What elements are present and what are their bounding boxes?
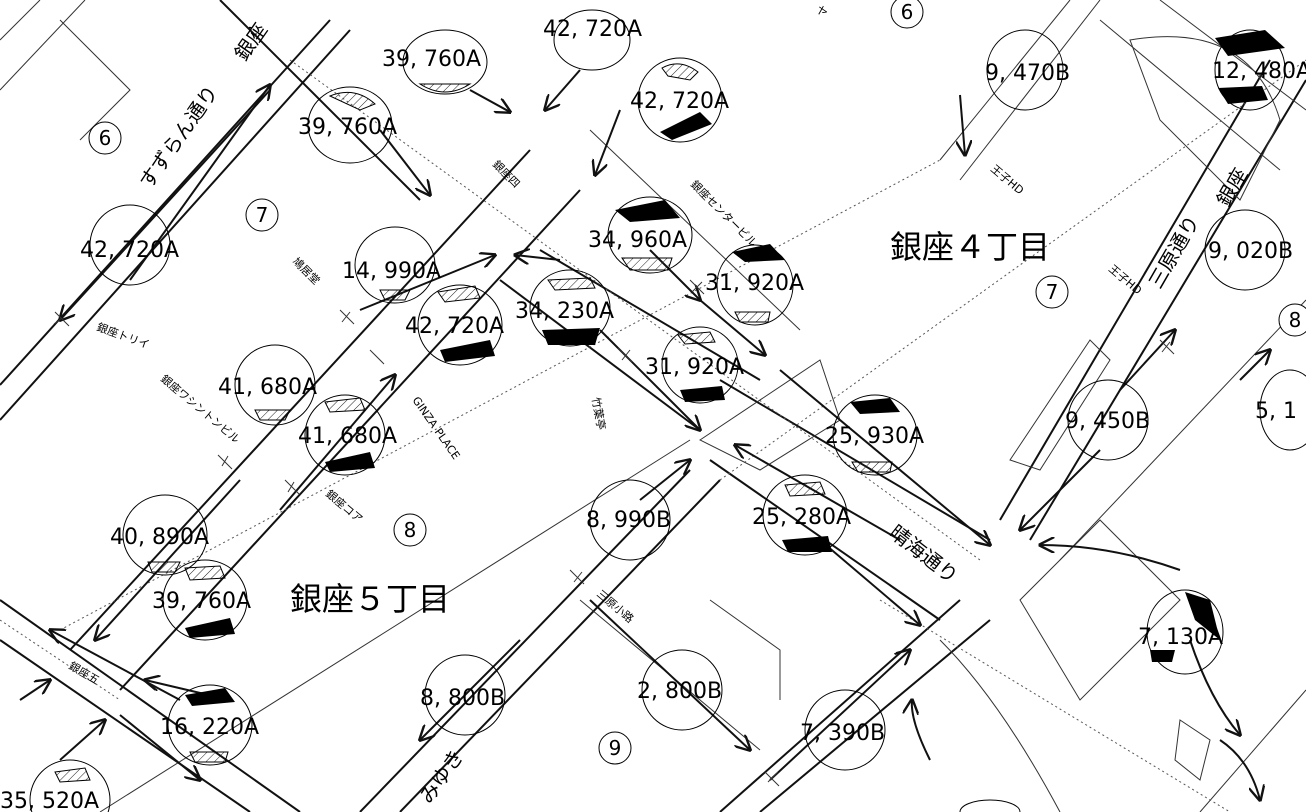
svg-text:7: 7 [256, 203, 269, 227]
label-top-partial: ヤ [813, 3, 830, 20]
label-ginza-tory: 銀座トリイ [95, 320, 151, 352]
street-bottom-partial: みゆき [414, 745, 468, 808]
count-label: 42, 720A [630, 89, 729, 114]
area-ginza-5: 銀座５丁目 [290, 580, 450, 618]
count-label: 42, 720A [543, 17, 642, 42]
count-label: 12, 480A [1212, 59, 1306, 84]
count-label: 31, 920A [645, 355, 744, 380]
count-label: 40, 890A [110, 525, 209, 550]
svg-text:6: 6 [99, 126, 112, 150]
label-ginza-center-bldg: 銀座センタービル [688, 177, 760, 249]
count-label: 7, 130A [1138, 625, 1223, 650]
label-oji-hd-2: 王子HD [1106, 262, 1144, 297]
small-labels: 銀座四 銀座五 銀座センタービル 銀座トリイ 銀座ワシントンビル 鳩居堂 GIN… [67, 3, 1145, 687]
count-label: 34, 960A [588, 228, 687, 253]
count-label: 41, 680A [298, 424, 397, 449]
label-ginza-core: 銀座コア [323, 487, 366, 526]
count-labels: 42, 720A 39, 760A 42, 720A 39, 760A 9, 4… [0, 17, 1306, 812]
block-circle: 6 [890, 0, 924, 29]
count-ovals [29, 9, 1306, 812]
traffic-arrows [19, 69, 1270, 800]
block-circle: 8 [393, 513, 427, 547]
crossing-marks [53, 279, 1175, 787]
count-label: 5, 1 [1255, 399, 1297, 424]
count-label: 31, 920A [705, 271, 804, 296]
label-ginza-go: 銀座五 [67, 658, 103, 687]
street-suzuran: すずらん通り [134, 81, 222, 193]
label-oji-hd-1: 王子HD [988, 162, 1026, 197]
count-label: 42, 720A [405, 314, 504, 339]
count-label: 39, 760A [152, 589, 251, 614]
count-label: 9, 470B [985, 61, 1070, 86]
label-sanhara-koji: 三原小路 [594, 587, 636, 625]
count-label: 2, 800B [637, 679, 722, 704]
count-label: 16, 220A [160, 715, 259, 740]
count-label: 25, 280A [752, 505, 851, 530]
count-label: 9, 450B [1065, 409, 1150, 434]
count-label: 34, 230A [515, 299, 614, 324]
svg-text:8: 8 [1289, 308, 1302, 332]
count-label: 39, 760A [298, 115, 397, 140]
block-circle: 8 [1278, 303, 1306, 337]
block-circle: 7 [1035, 275, 1069, 309]
count-label: 8, 800B [420, 686, 505, 711]
count-label: 41, 680A [218, 375, 317, 400]
street-suzuran-prefix: 銀座 [229, 18, 272, 65]
svg-text:7: 7 [1046, 280, 1059, 304]
label-kyukyodo: 鳩居堂 [290, 254, 323, 287]
block-circle: 9 [598, 731, 632, 765]
count-label: 39, 760A [382, 47, 481, 72]
svg-text:9: 9 [609, 736, 622, 760]
count-label: 14, 990A [342, 259, 441, 284]
count-label: 9, 020B [1208, 239, 1293, 264]
label-takeyoshi: 竹葉亭 [589, 396, 609, 431]
count-label: 8, 990B [586, 508, 671, 533]
block-circle: 7 [245, 198, 279, 232]
svg-text:6: 6 [901, 0, 914, 24]
street-harumi: 晴海通り [885, 520, 963, 588]
block-numbers: 6 7 8 6 7 8 9 [88, 0, 1306, 765]
area-ginza-4: 銀座４丁目 [890, 228, 1050, 266]
count-label: 7, 390B [800, 721, 885, 746]
label-ginza-place: GINZA PLACE [410, 394, 463, 462]
count-label: 25, 930A [825, 424, 924, 449]
svg-text:8: 8 [404, 518, 417, 542]
count-label: 35, 520A [0, 789, 99, 812]
block-circle: 6 [88, 121, 122, 155]
count-label: 42, 720A [80, 238, 179, 263]
